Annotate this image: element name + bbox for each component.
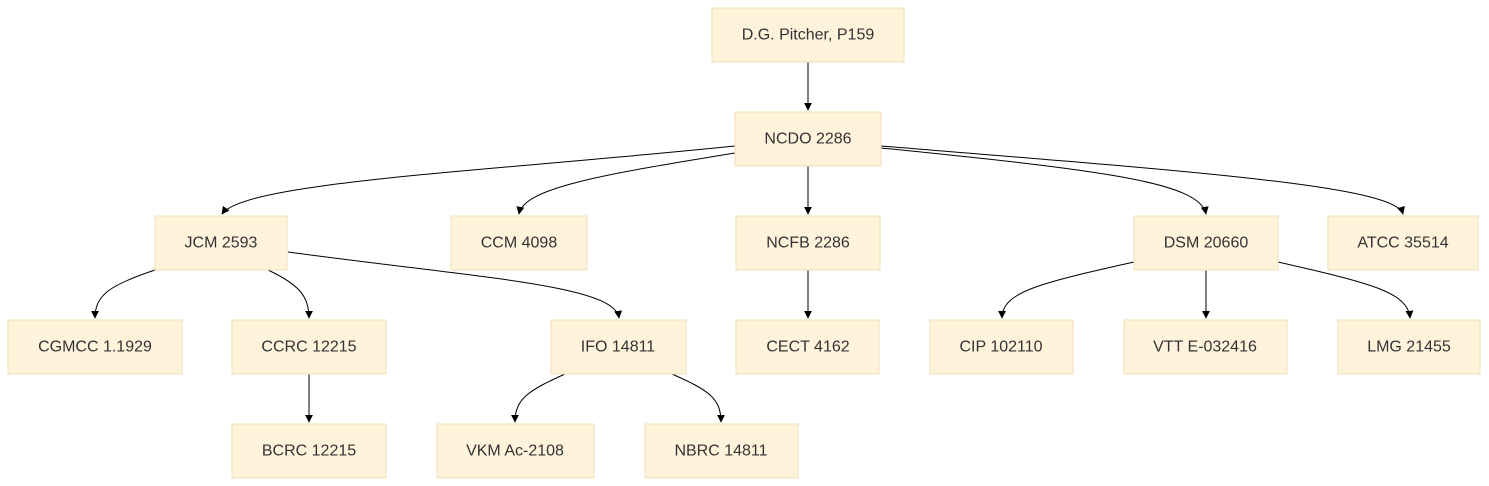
- edge-ncdo-atcc: [880, 145, 1405, 215]
- node-label: CCRC 12215: [261, 339, 356, 356]
- node-label: DSM 20660: [1164, 235, 1249, 252]
- node-label: VKM Ac-2108: [466, 443, 564, 460]
- node-vtt-e-032416: VTT E-032416: [1123, 319, 1288, 375]
- node-lmg-21455: LMG 21455: [1337, 319, 1481, 375]
- node-label: JCM 2593: [185, 235, 258, 252]
- node-label: D.G. Pitcher, P159: [742, 27, 875, 44]
- node-label: ATCC 35514: [1357, 235, 1448, 252]
- node-label: IFO 14811: [581, 339, 656, 356]
- node-nbrc-14811: NBRC 14811: [644, 423, 799, 479]
- edges: [91, 62, 1414, 423]
- node-ccm-4098: CCM 4098: [450, 215, 588, 271]
- nodes: D.G. Pitcher, P159 NCDO 2286 JCM 2593 CC…: [7, 7, 1481, 479]
- node-cgmcc-1-1929: CGMCC 1.1929: [7, 319, 183, 375]
- node-cip-102110: CIP 102110: [929, 319, 1074, 375]
- node-label: NCDO 2286: [764, 131, 851, 148]
- node-cect-4162: CECT 4162: [735, 319, 880, 375]
- node-ifo-14811: IFO 14811: [550, 319, 687, 375]
- node-dg-pitcher: D.G. Pitcher, P159: [711, 7, 905, 63]
- node-label: NBRC 14811: [674, 443, 767, 460]
- edge-ifo-vkm: [511, 373, 566, 423]
- node-dsm-20660: DSM 20660: [1133, 215, 1279, 271]
- node-label: CCM 4098: [481, 235, 558, 252]
- node-label: LMG 21455: [1367, 339, 1451, 356]
- edge-ncdo-ccm: [516, 152, 736, 215]
- node-bcrc-12215: BCRC 12215: [231, 423, 387, 479]
- node-label: CIP 102110: [959, 339, 1042, 356]
- node-label: VTT E-032416: [1153, 339, 1257, 356]
- node-jcm-2593: JCM 2593: [154, 215, 288, 271]
- node-vkm-ac-2108: VKM Ac-2108: [436, 423, 595, 479]
- node-ncdo-2286: NCDO 2286: [734, 111, 882, 167]
- edge-dsm-cip: [998, 261, 1135, 319]
- edge-ncdo-jcm: [221, 145, 736, 215]
- edge-dsm-lmg: [1277, 261, 1414, 319]
- edge-jcm-cgmcc: [91, 269, 156, 319]
- node-atcc-35514: ATCC 35514: [1327, 215, 1479, 271]
- node-label: NCFB 2286: [766, 235, 850, 252]
- edge-jcm-ccrc: [267, 269, 313, 319]
- node-label: CGMCC 1.1929: [38, 339, 152, 356]
- edge-ifo-nbrc: [671, 373, 725, 423]
- node-ncfb-2286: NCFB 2286: [735, 215, 881, 271]
- edge-jcm-ifo: [287, 251, 623, 319]
- edge-ncdo-dsm: [880, 147, 1209, 215]
- node-label: CECT 4162: [766, 339, 849, 356]
- node-ccrc-12215: CCRC 12215: [231, 319, 387, 375]
- node-label: BCRC 12215: [262, 443, 356, 460]
